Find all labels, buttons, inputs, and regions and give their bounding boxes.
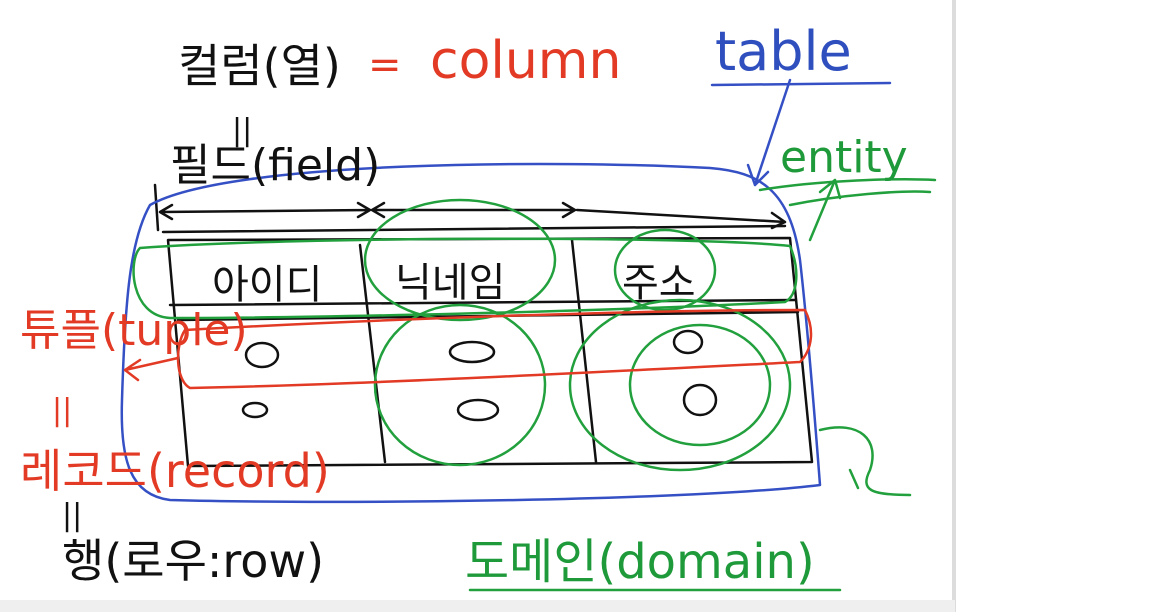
equals-mark-1: || [232,113,252,148]
row-label: 행(로우:row) [62,534,324,588]
equals-mark-3: || [62,498,82,533]
table-grid [153,183,814,468]
cell-mark-2-2 [456,398,500,422]
tuple-band [123,308,813,390]
table-outline [120,78,892,504]
cell-mark-2-1 [241,401,269,419]
domain-label: 도메인(domain) [465,534,815,590]
header-cell-id: 아이디 [212,262,322,308]
header-cell-nickname: 닉네임 [395,260,505,306]
field-label: 필드(field) [170,140,380,191]
column-korean-label: 컬럼(열) [178,39,341,93]
entity-domain-shapes [132,178,937,592]
cell-mark-1-2 [448,340,496,364]
cell-mark-2-3 [682,383,718,417]
header-cell-address: 주소 [622,260,696,306]
tuple-label: 튜플(tuple) [20,305,248,356]
cell-values [241,329,718,422]
column-english-label: column [430,31,621,91]
record-label: 레코드(record) [20,444,330,498]
equals-mark-2: || [52,393,72,428]
cell-mark-1-3 [672,329,704,355]
whiteboard-canvas: 컬럼(열) = column || 필드(field) table entity… [20,20,937,592]
entity-label: entity [780,132,908,183]
canvas-bottom-bar [0,600,955,612]
diagram-svg: 컬럼(열) = column || 필드(field) table entity… [20,20,937,592]
cell-mark-1-1 [244,341,280,369]
canvas-edge-divider [952,0,956,612]
column-equals: = [368,42,402,88]
table-label: table [715,20,852,83]
